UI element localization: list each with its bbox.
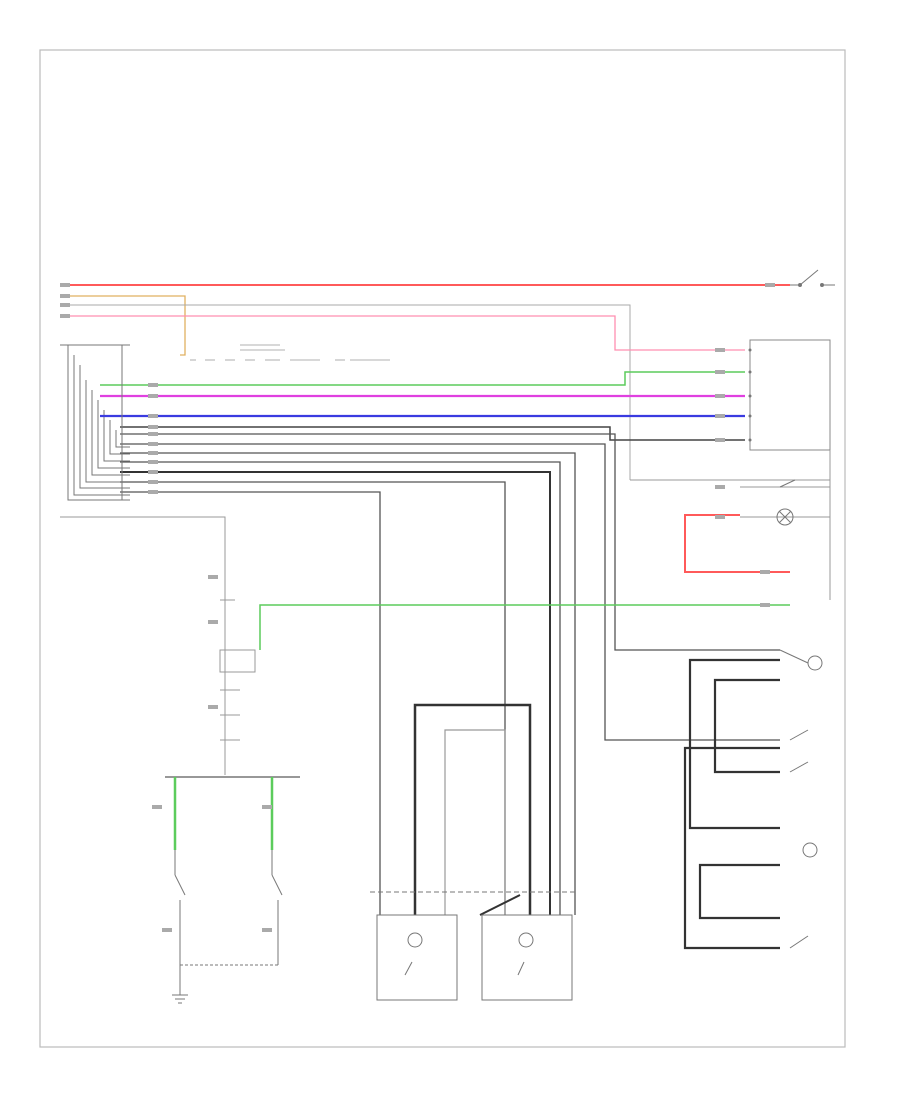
- top-right-switch: [790, 269, 835, 287]
- wire-code-row: [190, 344, 390, 361]
- dome-lamp-symbol: [779, 649, 823, 671]
- dome-light-module: [749, 339, 831, 451]
- wire-black-4: [120, 452, 576, 915]
- wire-pink: [60, 315, 745, 351]
- wire-black-5: [120, 461, 561, 915]
- rear-lamps: [404, 932, 534, 976]
- right-switches: [789, 729, 818, 949]
- right-black-harness: [683, 658, 780, 950]
- left-rear-lamp-box: [481, 914, 573, 1001]
- wire-orange: [60, 295, 186, 356]
- wire-black-2: [120, 433, 780, 651]
- center-left-chain: [60, 516, 256, 775]
- right-side-vertical-wires: [630, 450, 831, 600]
- faint-wire-labels: [60, 283, 775, 932]
- wire-black-8: [120, 491, 381, 915]
- left-vertical-bundle: [60, 344, 130, 501]
- wire-black-3: [120, 443, 780, 741]
- wire-red-loop: [684, 514, 790, 573]
- diagram-border: [39, 49, 846, 1048]
- wire-green-lower: [259, 604, 790, 650]
- wire-gray-1: [60, 304, 631, 480]
- top-wire-bundle: [60, 284, 790, 480]
- main-horizontal-bus: [100, 345, 780, 915]
- center-black-loops: [413, 703, 532, 916]
- courtesy-lamp: [776, 479, 796, 526]
- door-switches: [174, 850, 283, 995]
- wire-black-7: [120, 481, 506, 915]
- right-rear-lamp-box: [376, 914, 458, 1001]
- dome-light-pins: [748, 348, 752, 442]
- ground-symbol: [172, 994, 188, 1004]
- wire-black-6: [120, 471, 551, 915]
- wire-green-upper: [100, 371, 745, 386]
